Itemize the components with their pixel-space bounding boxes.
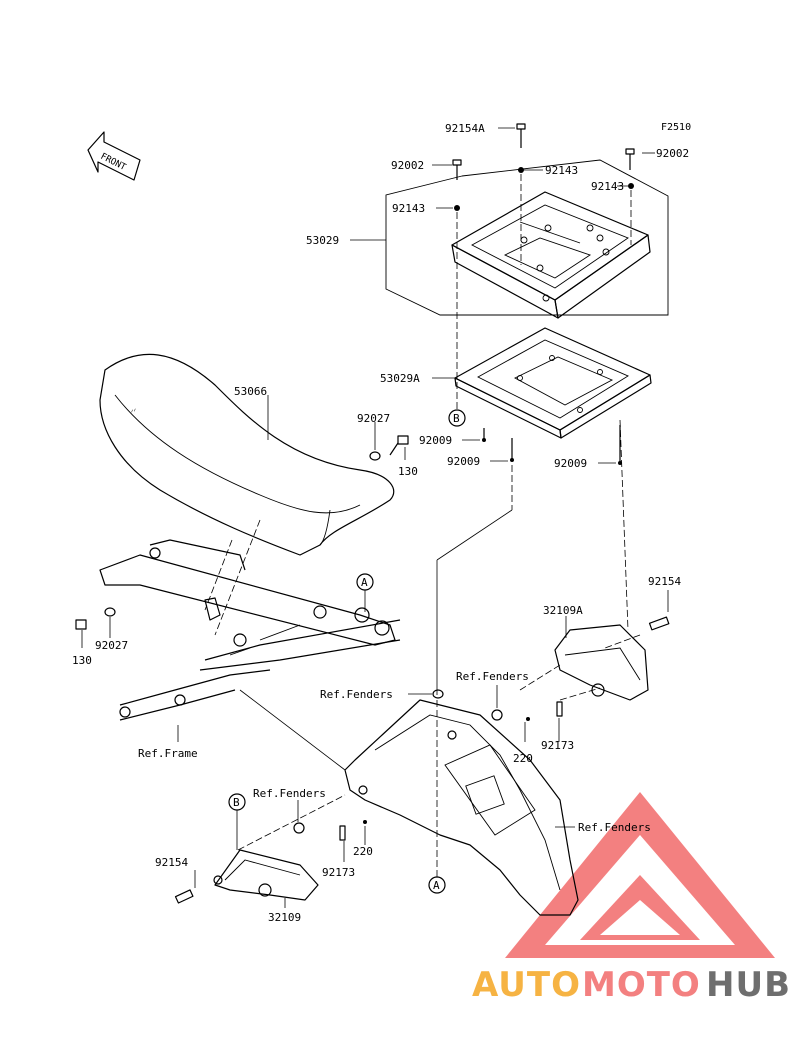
washer-92027-left bbox=[104, 607, 116, 617]
label-92009-a: 92009 bbox=[419, 434, 452, 447]
bracket-32109A bbox=[519, 616, 670, 721]
rear-fender bbox=[239, 465, 579, 916]
label-92009-c: 92009 bbox=[554, 457, 587, 470]
label-220-right: 220 bbox=[513, 752, 533, 765]
label-32109A: 32109A bbox=[543, 604, 583, 617]
label-92154A: 92154A bbox=[445, 122, 485, 135]
bolt-92002-right-head bbox=[625, 148, 635, 155]
label-92002-left: 92002 bbox=[391, 159, 424, 172]
label-92009-b: 92009 bbox=[447, 455, 480, 468]
logo-text-auto: AUTO bbox=[472, 965, 581, 1005]
marker-A-bottom: A bbox=[428, 876, 446, 894]
svg-text:B: B bbox=[233, 796, 240, 809]
automotohub-logo: AUTO MOTO HUB bbox=[472, 792, 791, 1005]
label-92143-c: 92143 bbox=[392, 202, 425, 215]
label-92173-right: 92173 bbox=[541, 739, 574, 752]
bolt-92154A-head bbox=[516, 123, 526, 130]
nut-220-left bbox=[363, 820, 367, 824]
ref-fenders-grommet-2 bbox=[491, 709, 503, 721]
label-53066: 53066 bbox=[234, 385, 267, 398]
label-92002-right: 92002 bbox=[656, 147, 689, 160]
label-130-top: 130 bbox=[398, 465, 418, 478]
ref-fenders-grommet-3 bbox=[293, 822, 305, 834]
clip-92173-left bbox=[339, 825, 346, 841]
label-ref-fenders-3: Ref.Fenders bbox=[253, 787, 326, 800]
label-92143-b: 92143 bbox=[591, 180, 624, 193]
rear-frame bbox=[99, 519, 401, 721]
carrier-group-bracket bbox=[350, 159, 669, 316]
clip-92173-right bbox=[556, 701, 563, 717]
washer-92143-right bbox=[628, 183, 634, 189]
bracket-32109 bbox=[174, 794, 367, 904]
label-92143-a: 92143 bbox=[545, 164, 578, 177]
figure-code: F2510 bbox=[661, 122, 691, 133]
svg-text:ᐟᐟ: ᐟᐟ bbox=[130, 407, 138, 417]
label-92154-right: 92154 bbox=[648, 575, 681, 588]
label-92154-left: 92154 bbox=[155, 856, 188, 869]
washer-92143-left bbox=[454, 205, 460, 211]
bolt-92154-left bbox=[174, 889, 194, 904]
washer-92143-top bbox=[518, 167, 524, 173]
label-53029A: 53029A bbox=[380, 372, 420, 385]
leader-lines bbox=[81, 127, 669, 908]
label-ref-frame: Ref.Frame bbox=[138, 747, 198, 760]
bolt-92002-left-head bbox=[452, 159, 462, 166]
label-92173-left: 92173 bbox=[322, 866, 355, 879]
label-32109: 32109 bbox=[268, 911, 301, 924]
marker-B-bottom: B bbox=[228, 793, 246, 811]
logo-text-moto: MOTO bbox=[582, 965, 701, 1005]
carrier-53029 bbox=[451, 191, 651, 319]
washer-92027-top bbox=[369, 451, 381, 461]
label-92027-left: 92027 bbox=[95, 639, 128, 652]
bolt-130-left-head bbox=[75, 619, 87, 630]
nut-220-right bbox=[526, 717, 530, 721]
carrier-fasteners bbox=[452, 123, 635, 631]
label-ref-fenders-2: Ref.Fenders bbox=[320, 688, 393, 701]
marker-B-top: B bbox=[448, 409, 466, 427]
bolt-130-top-head bbox=[397, 435, 409, 445]
logo-text-hub: HUB bbox=[706, 965, 791, 1005]
plate-53029A bbox=[454, 327, 652, 439]
bolt-92154-right bbox=[648, 616, 670, 631]
marker-A-top: A bbox=[356, 573, 374, 612]
front-arrow: FRONT bbox=[87, 131, 141, 181]
ref-fenders-grommet-1 bbox=[432, 689, 444, 699]
label-53029: 53029 bbox=[306, 234, 339, 247]
seat-fasteners bbox=[75, 435, 409, 630]
label-ref-fenders-4: Ref.Fenders bbox=[578, 821, 651, 834]
svg-text:A: A bbox=[361, 576, 368, 589]
label-220-left: 220 bbox=[353, 845, 373, 858]
label-92027-top: 92027 bbox=[357, 412, 390, 425]
callout-labels: 92154A 92002 92002 92143 92143 92143 530… bbox=[72, 122, 689, 924]
svg-text:B: B bbox=[453, 412, 460, 425]
label-ref-fenders-1: Ref.Fenders bbox=[456, 670, 529, 683]
svg-text:A: A bbox=[433, 879, 440, 892]
label-130-left: 130 bbox=[72, 654, 92, 667]
seat-53066: ᐟᐟ bbox=[99, 353, 395, 556]
